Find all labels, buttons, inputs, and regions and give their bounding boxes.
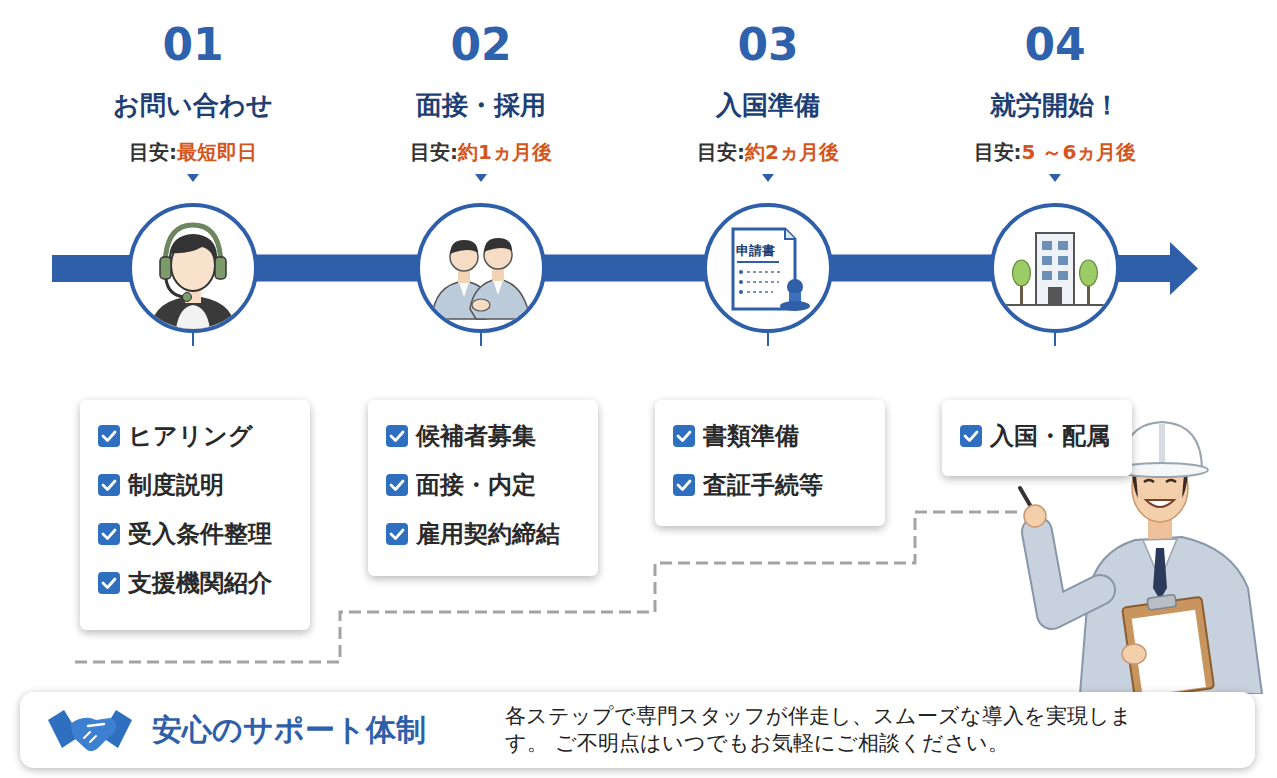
check-icon [386, 425, 408, 447]
support-band: 安心のサポート体制 各ステップで専門スタッフが伴走し、スムーズな導入を実現します。… [20, 692, 1255, 768]
task-card: 入国・配属 [942, 400, 1132, 476]
circle-icon [420, 207, 542, 329]
item-text: 候補者募集 [416, 421, 536, 451]
item-text: 査証手続等 [703, 470, 823, 500]
check-icon [98, 425, 120, 447]
flow-bar-line [540, 255, 709, 282]
check-icon [98, 474, 120, 496]
operator-icon [132, 207, 254, 329]
pointer-triangles [187, 174, 1061, 182]
check-item: 候補者募集 [386, 421, 580, 451]
task-card: 書類準備査証手続等 [655, 400, 885, 526]
step-circle: 03入国準備目安:約2ヵ月後 [703, 203, 833, 333]
estimate-key: 目安: [974, 140, 1022, 164]
check-icon [673, 425, 695, 447]
item-text: 入国・配属 [990, 421, 1110, 451]
check-icon [386, 474, 408, 496]
document-icon [707, 207, 829, 329]
flow-bar-line [827, 255, 996, 282]
flow-bar [827, 268, 996, 269]
circle-icon [994, 207, 1116, 329]
time-estimate: 目安:5 ～6ヵ月後 [905, 138, 1205, 166]
check-icon [673, 474, 695, 496]
flow-bar [252, 268, 422, 269]
stair-dashes [75, 512, 1022, 662]
time-estimate: 目安:約1ヵ月後 [331, 138, 631, 166]
step-number: 01 [43, 19, 343, 71]
step-number: 04 [905, 19, 1205, 71]
item-text: 受入条件整理 [128, 519, 272, 549]
step-circle: 01お問い合わせ目安:最短即日 [128, 203, 258, 333]
estimate-value: 5 ～6ヵ月後 [1022, 140, 1137, 164]
step-heading: 01 お問い合わせ目安:最短即日 [43, 19, 343, 166]
circle-ticks [193, 333, 1055, 346]
band-description: 各ステップで専門スタッフが伴走し、スムーズな導入を実現します。 ご不明点はいつで… [505, 703, 1164, 757]
item-text: 制度説明 [128, 470, 224, 500]
step-title: 就労開始！ [905, 87, 1205, 123]
check-icon [960, 425, 982, 447]
check-icon [98, 523, 120, 545]
step-title: 入国準備 [618, 87, 918, 123]
handshake-people-icon [420, 207, 542, 329]
step-circle: 04就労開始！目安:5 ～6ヵ月後 [990, 203, 1120, 333]
check-item: 支援機関紹介 [98, 568, 292, 598]
item-text: 支援機関紹介 [128, 568, 272, 598]
circle-icon [707, 207, 829, 329]
check-item: 査証手続等 [673, 470, 867, 500]
step-heading: 04 就労開始！ 目安:5 ～6ヵ月後 [905, 19, 1205, 166]
step-heading: 03 入国準備目安:約2ヵ月後 [618, 19, 918, 166]
item-text: 書類準備 [703, 421, 799, 451]
task-card: ヒアリング制度説明受入条件整理支援機関紹介 [80, 400, 310, 630]
estimate-key: 目安: [129, 140, 177, 164]
task-card: 候補者募集面接・内定雇用契約締結 [368, 400, 598, 576]
estimate-key: 目安: [697, 140, 745, 164]
check-item: 雇用契約締結 [386, 519, 580, 549]
item-text: ヒアリング [128, 421, 253, 451]
flow-bar [540, 268, 709, 269]
flow-bar-line [252, 255, 422, 282]
step-title: 面接・採用 [331, 87, 631, 123]
estimate-key: 目安: [410, 140, 458, 164]
circle-icon [132, 207, 254, 329]
step-number: 02 [331, 19, 631, 71]
step-heading: 02 面接・採用目安:約1ヵ月後 [331, 19, 631, 166]
check-item: 書類準備 [673, 421, 867, 451]
band-title: 安心のサポート体制 [152, 711, 426, 749]
step-number: 03 [618, 19, 918, 71]
building-icon [994, 207, 1116, 329]
step-circle: 02面接・採用目安:約1ヵ月後 [416, 203, 546, 333]
time-estimate: 目安:約2ヵ月後 [618, 138, 918, 166]
check-item: ヒアリング [98, 421, 292, 451]
icon-label: 申請書 [736, 243, 775, 259]
time-estimate: 目安:最短即日 [43, 138, 343, 166]
step-title: お問い合わせ [43, 87, 343, 123]
estimate-value: 最短即日 [177, 140, 257, 164]
check-item: 受入条件整理 [98, 519, 292, 549]
arrow-head [1170, 242, 1198, 295]
check-item: 面接・内定 [386, 470, 580, 500]
item-text: 面接・内定 [416, 470, 536, 500]
estimate-value: 約2ヵ月後 [745, 140, 839, 164]
handshake-icon [48, 702, 132, 758]
check-item: 入国・配属 [960, 421, 1114, 451]
check-item: 制度説明 [98, 470, 292, 500]
item-text: 雇用契約締結 [416, 519, 560, 549]
estimate-value: 約1ヵ月後 [458, 140, 552, 164]
check-icon [98, 572, 120, 594]
check-icon [386, 523, 408, 545]
